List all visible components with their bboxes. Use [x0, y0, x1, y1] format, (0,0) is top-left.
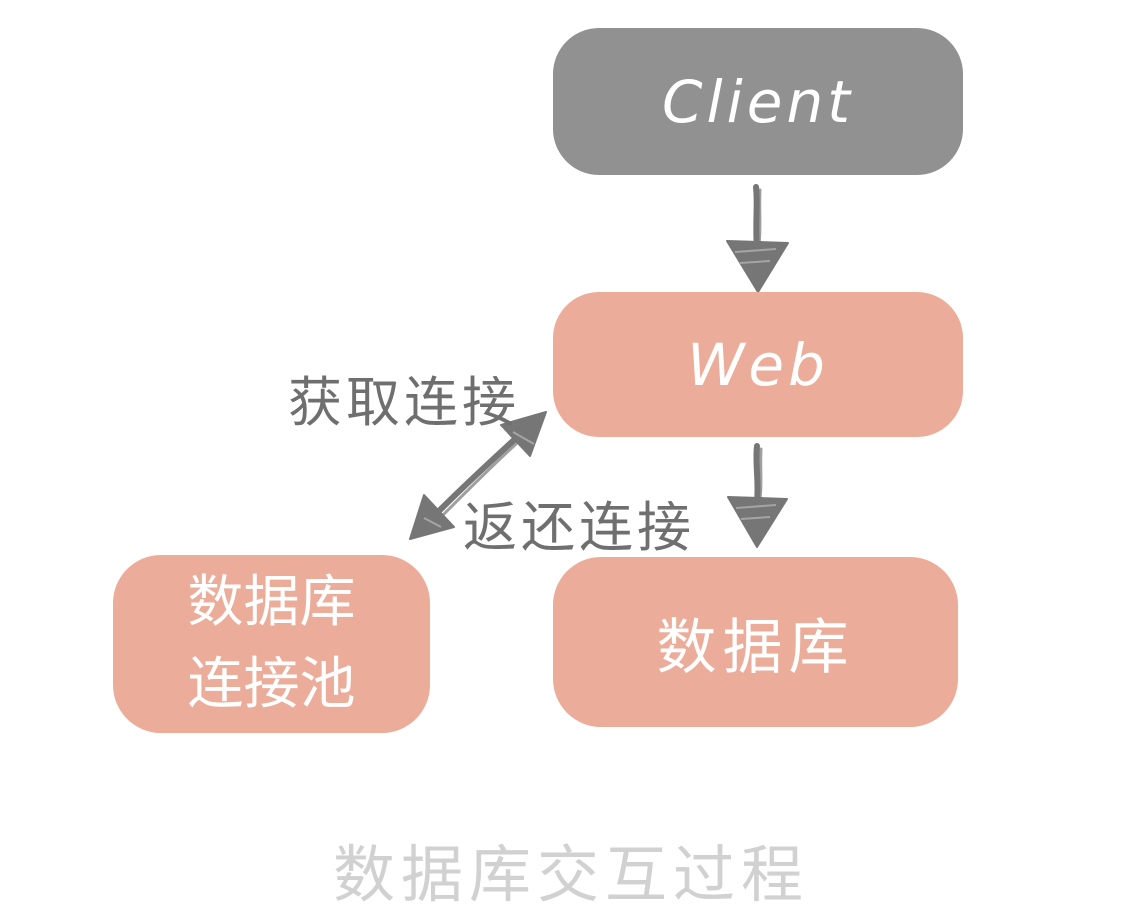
node-web-label: Web — [687, 330, 829, 399]
edge-label-acquire-connection: 获取连接 — [288, 371, 520, 434]
node-client-label: Client — [662, 67, 854, 136]
node-web: Web — [553, 292, 963, 437]
arrow-client-to-web — [726, 184, 789, 293]
node-pool-label-line1: 数据库 — [187, 570, 356, 635]
node-database-connection-pool: 数据库 连接池 — [113, 555, 430, 733]
node-database: 数据库 — [553, 557, 958, 727]
edge-label-return-connection: 返还连接 — [463, 496, 695, 559]
node-pool-label-line2: 连接池 — [187, 652, 356, 717]
node-database-label: 数据库 — [656, 612, 855, 683]
diagram-caption: 数据库交互过程 — [332, 838, 809, 911]
arrow-web-to-database — [727, 443, 788, 548]
node-client: Client — [553, 28, 963, 175]
